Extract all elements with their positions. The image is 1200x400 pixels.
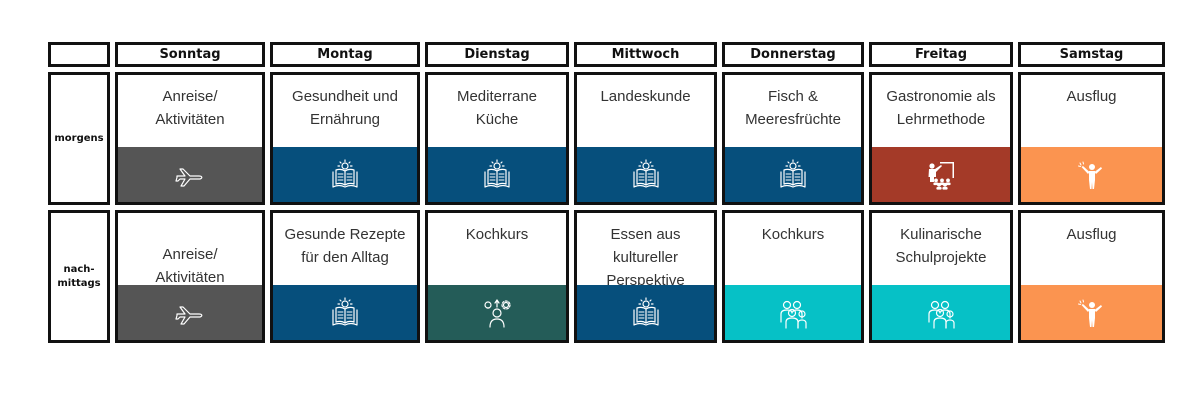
slot-category-band [273,147,417,202]
slot-title: Gesunde Rezepte für den Alltag [273,213,417,289]
group-people-icon [928,300,955,329]
day-header-3: Mittwoch [574,42,717,67]
slot-category-band [428,285,566,340]
slot-category-band [577,147,714,202]
slot-category-band [725,285,861,340]
slot-title: Ausflug [1021,75,1162,151]
open-book-lightbulb-icon [780,158,806,188]
slot-afternoon-1: Gesunde Rezepte für den Alltag [270,210,420,343]
waving-person-icon [1077,161,1102,189]
slot-title-line: Meeresfrüchte [745,111,841,128]
slot-title: Kochkurs [725,213,861,289]
slot-title-line: Gastronomie als [886,88,996,105]
slot-title-line: Anreise/ [162,246,218,263]
slot-morning-0: Anreise/Aktivitäten [115,72,265,205]
slot-category-band [428,147,566,202]
plane-icon [175,167,203,187]
row-label-line: nach- [63,263,95,275]
slot-title-line: Gesunde Rezepte [284,226,406,243]
slot-category-band [725,147,861,202]
row-label-text: nach-mittags [57,263,100,291]
day-header-5: Freitag [869,42,1013,67]
slot-title: Fisch & Meeresfrüchte [725,75,861,151]
plane-icon [175,305,203,325]
open-book-lightbulb-icon [332,158,358,188]
waving-person-icon [1077,299,1102,327]
slot-title-line: Mediterrane [456,88,538,105]
slot-title-line: Perspektive [606,272,685,289]
open-book-lightbulb-icon [632,296,659,326]
slot-title: Anreise/Aktivitäten [118,75,262,151]
row-label-text: morgens [54,132,103,146]
slot-title: Ausflug [1021,213,1162,289]
slot-title-line: Ernährung [309,111,381,128]
slot-afternoon-2: Kochkurs [425,210,569,343]
slot-title-line: Ausflug [1066,226,1117,243]
slot-title-line: Schulprojekte [895,249,987,266]
slot-morning-6: Ausflug [1018,72,1165,205]
day-header-4: Donnerstag [722,42,864,67]
slot-title: Landeskunde [577,75,714,151]
open-book-lightbulb-icon [484,158,510,188]
slot-title-line: Küche [475,111,519,128]
slot-title-line: Essen aus [610,226,681,243]
slot-category-band [1021,285,1162,340]
slot-category-band [1021,147,1162,202]
slot-title-line: kultureller [612,249,679,266]
slot-category-band [273,285,417,340]
person-ideas-icon [484,298,511,328]
slot-title-line: Ausflug [1066,88,1117,105]
slot-title-line: Lehrmethode [896,111,986,128]
slot-afternoon-6: Ausflug [1018,210,1165,343]
slot-title-line: Anreise/ [162,88,218,105]
slot-category-band [118,147,262,202]
slot-afternoon-4: Kochkurs [722,210,864,343]
slot-morning-3: Landeskunde [574,72,717,205]
day-header-1: Montag [270,42,420,67]
slot-title-line: Kochkurs [465,226,529,243]
day-header-6: Samstag [1018,42,1165,67]
slot-title-line: Aktivitäten [155,269,225,286]
slot-title-line: Kochkurs [761,226,825,243]
row-label-afternoon: nach-mittags [48,210,110,343]
classroom-teacher-icon [928,161,954,190]
day-header-2: Dienstag [425,42,569,67]
row-label-morning: morgens [48,72,110,205]
group-people-icon [780,300,807,329]
slot-title-line: Kulinarische [900,226,982,243]
slot-category-band [872,147,1010,202]
slot-category-band [872,285,1010,340]
header-corner [48,42,110,67]
slot-morning-4: Fisch & Meeresfrüchte [722,72,864,205]
slot-title: Kochkurs [428,213,566,289]
slot-title-line: Fisch & [767,88,818,105]
slot-title: Anreise/Aktivitäten [118,213,262,289]
row-label-line: morgens [54,132,104,144]
slot-category-band [577,285,714,340]
day-header-0: Sonntag [115,42,265,67]
slot-title-line: für den Alltag [301,249,389,266]
slot-title-line: Gesundheit und [292,88,398,105]
open-book-lightbulb-icon [332,296,358,326]
slot-afternoon-0: Anreise/Aktivitäten [115,210,265,343]
row-label-line: mittags [57,277,101,289]
slot-title-line: Landeskunde [600,88,691,105]
slot-title-line: Aktivitäten [155,111,225,128]
open-book-lightbulb-icon [632,158,659,188]
slot-category-band [118,285,262,340]
